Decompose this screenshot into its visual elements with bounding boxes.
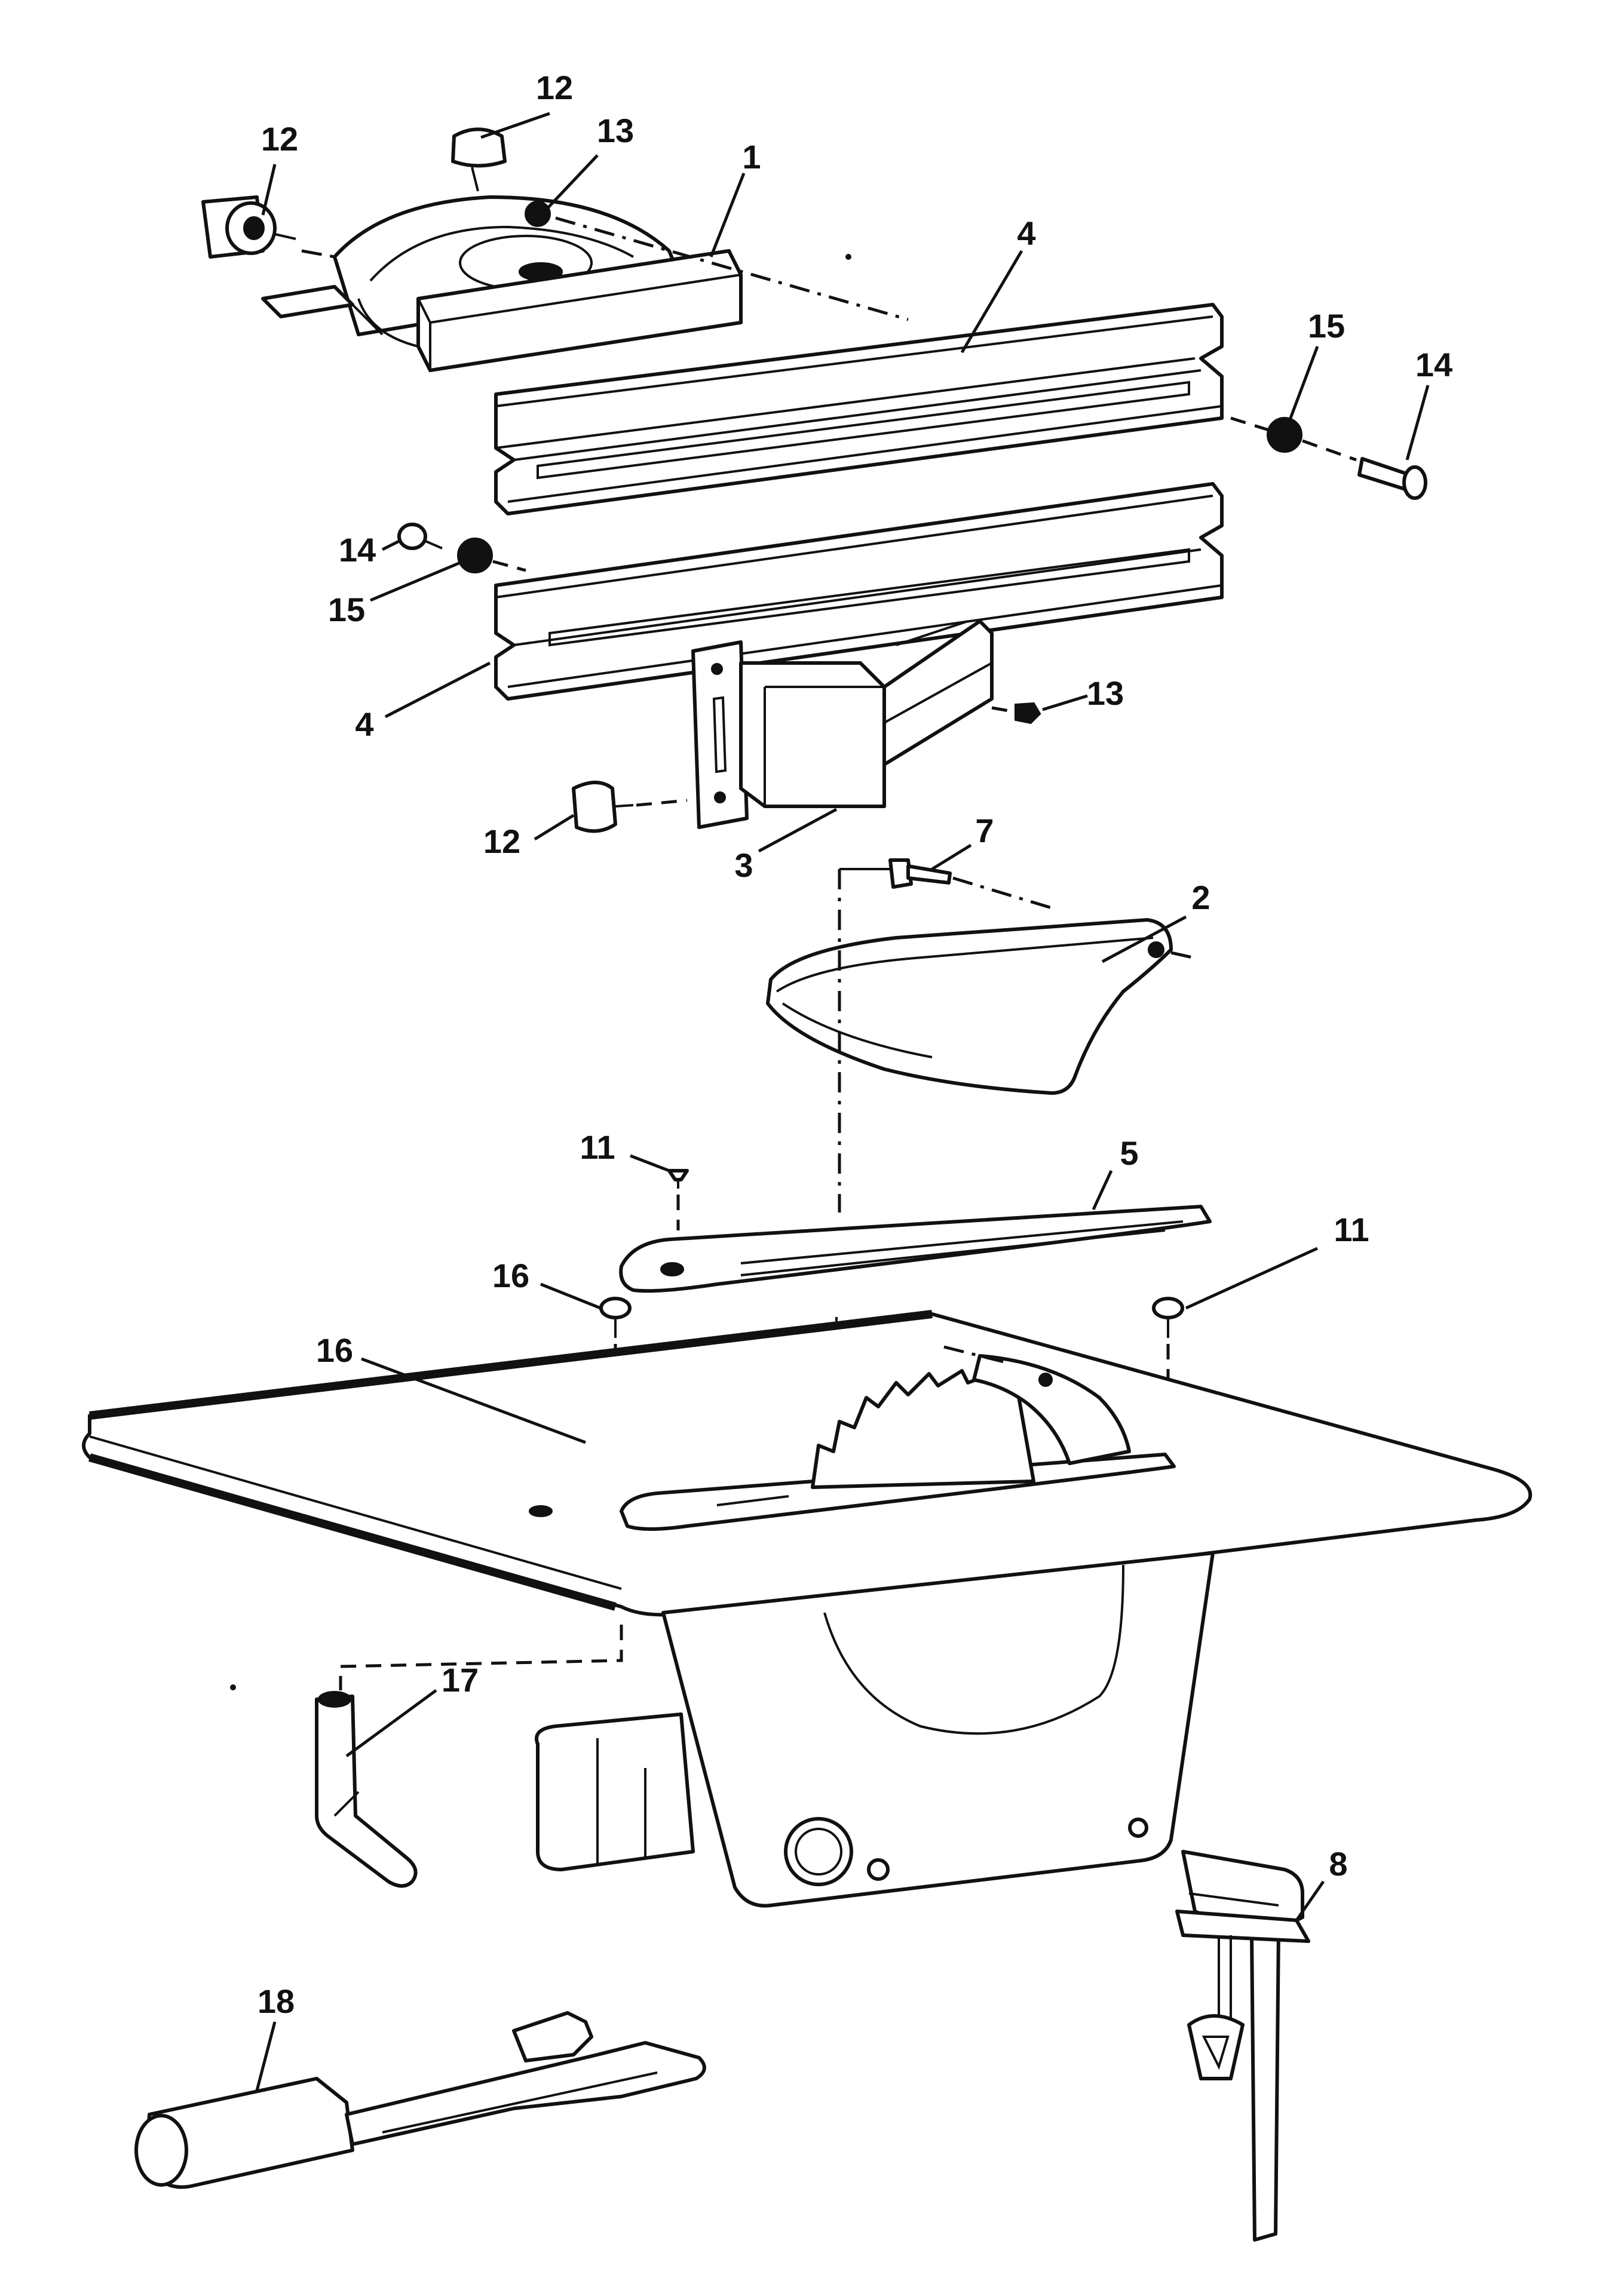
callout-4-upper: 4 bbox=[1017, 214, 1035, 252]
callout-13-lower: 13 bbox=[1087, 674, 1124, 712]
callout-14-right: 14 bbox=[1415, 346, 1452, 383]
screw-11-right bbox=[1152, 1297, 1184, 1338]
callout-8: 8 bbox=[1329, 1845, 1347, 1883]
callout-4-lower: 4 bbox=[355, 705, 373, 743]
bolt-7 bbox=[888, 858, 952, 889]
saw-table-top bbox=[82, 1310, 1533, 1617]
spanner-18 bbox=[134, 2011, 706, 2189]
knob-12-upper bbox=[451, 127, 507, 192]
mitre-gauge-part bbox=[261, 195, 743, 372]
fence-clamp-3 bbox=[691, 619, 994, 829]
bar-clamp-8 bbox=[1175, 1850, 1310, 2242]
leader-lines bbox=[255, 112, 1430, 2091]
screw-14-left bbox=[397, 523, 443, 550]
callout-15-left: 15 bbox=[328, 591, 365, 628]
washer-15-right bbox=[1267, 417, 1302, 453]
callout-5: 5 bbox=[1120, 1134, 1138, 1172]
callout-17: 17 bbox=[442, 1661, 479, 1699]
callout-labels: 1 2 3 4 4 5 7 8 11 11 12 12 12 13 13 14 … bbox=[258, 69, 1452, 2020]
callout-11-upper: 11 bbox=[580, 1128, 615, 1166]
speck bbox=[845, 254, 851, 260]
callout-1: 1 bbox=[742, 138, 761, 176]
washer-15-left bbox=[457, 538, 493, 573]
callout-7: 7 bbox=[975, 812, 994, 849]
callout-12-left: 12 bbox=[261, 120, 298, 158]
callout-13-upper: 13 bbox=[597, 112, 634, 149]
callout-12-upper: 12 bbox=[536, 69, 573, 106]
callout-16-upper: 16 bbox=[492, 1257, 529, 1294]
blade-guard-2 bbox=[766, 918, 1173, 1095]
callout-14-left: 14 bbox=[339, 531, 376, 569]
callout-12-lower: 12 bbox=[483, 822, 520, 860]
knob-12-left bbox=[201, 195, 296, 259]
screw-11-upper bbox=[667, 1169, 689, 1189]
nut-13-lower bbox=[1015, 702, 1041, 725]
callout-3: 3 bbox=[734, 846, 753, 884]
fence-rail-4-lower bbox=[494, 482, 1224, 701]
table-insert-5 bbox=[619, 1205, 1212, 1293]
washer-13-upper bbox=[525, 201, 551, 227]
speck bbox=[230, 1684, 236, 1690]
screw-16-upper bbox=[599, 1297, 632, 1338]
fence-rail-4-upper bbox=[494, 303, 1224, 515]
screw-14-right bbox=[1357, 457, 1427, 500]
saw-base-housing bbox=[535, 1551, 1215, 1908]
hex-key-17 bbox=[315, 1691, 418, 1888]
knob-12-lower bbox=[572, 781, 634, 833]
callout-15-right: 15 bbox=[1308, 307, 1345, 345]
callout-2: 2 bbox=[1191, 879, 1210, 916]
callout-16-lower: 16 bbox=[316, 1331, 353, 1369]
callout-18: 18 bbox=[258, 1982, 295, 2020]
callout-11-right: 11 bbox=[1334, 1211, 1369, 1248]
